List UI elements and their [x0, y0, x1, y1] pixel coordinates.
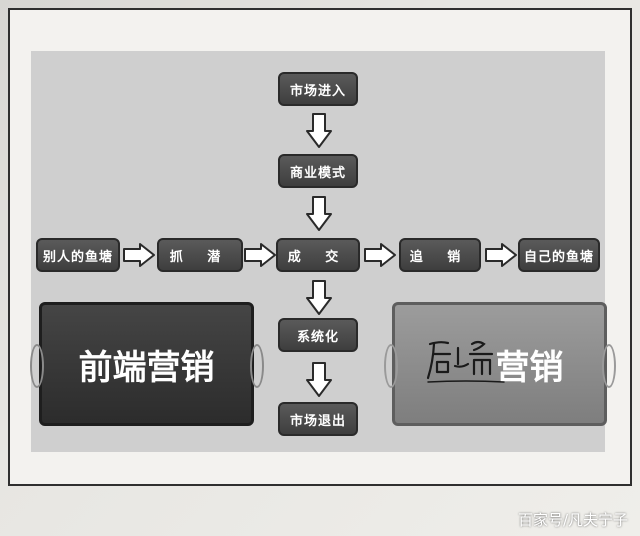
node-deal: 成 交 [276, 238, 360, 272]
left-banner-curl-left [30, 344, 44, 388]
node-market-entry: 市场进入 [278, 72, 358, 106]
down-arrow-3 [306, 280, 332, 315]
node-deal-label: 成 交 [287, 249, 349, 265]
back-end-marketing-label: 营销 [495, 347, 564, 388]
right-arrow-3 [364, 243, 396, 267]
node-market-entry-label: 市场进入 [289, 83, 346, 99]
down-arrow-2 [306, 196, 332, 231]
handwritten-back-end-mark [426, 340, 505, 383]
node-business-model-label: 商业模式 [289, 165, 346, 181]
down-arrow-1 [306, 113, 332, 148]
node-grab: 抓 潜 [157, 238, 243, 272]
node-market-exit: 市场退出 [278, 402, 358, 436]
node-own-pond-label: 自己的鱼塘 [523, 249, 594, 265]
node-upsell: 追 销 [399, 238, 481, 272]
watermark: 百家号/凡夫宁子 [517, 511, 628, 529]
node-others-pond: 别人的鱼塘 [36, 238, 120, 272]
right-banner-curl-right [602, 344, 616, 388]
node-others-pond-label: 别人的鱼塘 [42, 249, 113, 265]
node-grab-label: 抓 潜 [169, 249, 231, 265]
down-arrow-4 [306, 362, 332, 397]
node-business-model: 商业模式 [278, 154, 358, 188]
node-systematize-label: 系统化 [296, 329, 339, 345]
right-arrow-4 [485, 243, 517, 267]
node-market-exit-label: 市场退出 [289, 413, 346, 429]
front-end-marketing-label: 前端营销 [78, 347, 215, 388]
right-arrow-2 [244, 243, 276, 267]
front-end-marketing-banner: 前端营销 [39, 302, 254, 426]
node-upsell-label: 追 销 [409, 249, 471, 265]
node-own-pond: 自己的鱼塘 [518, 238, 600, 272]
right-banner-curl-left [384, 344, 398, 388]
left-banner-curl-right [250, 344, 264, 388]
right-arrow-1 [123, 243, 155, 267]
node-systematize: 系统化 [278, 318, 358, 352]
